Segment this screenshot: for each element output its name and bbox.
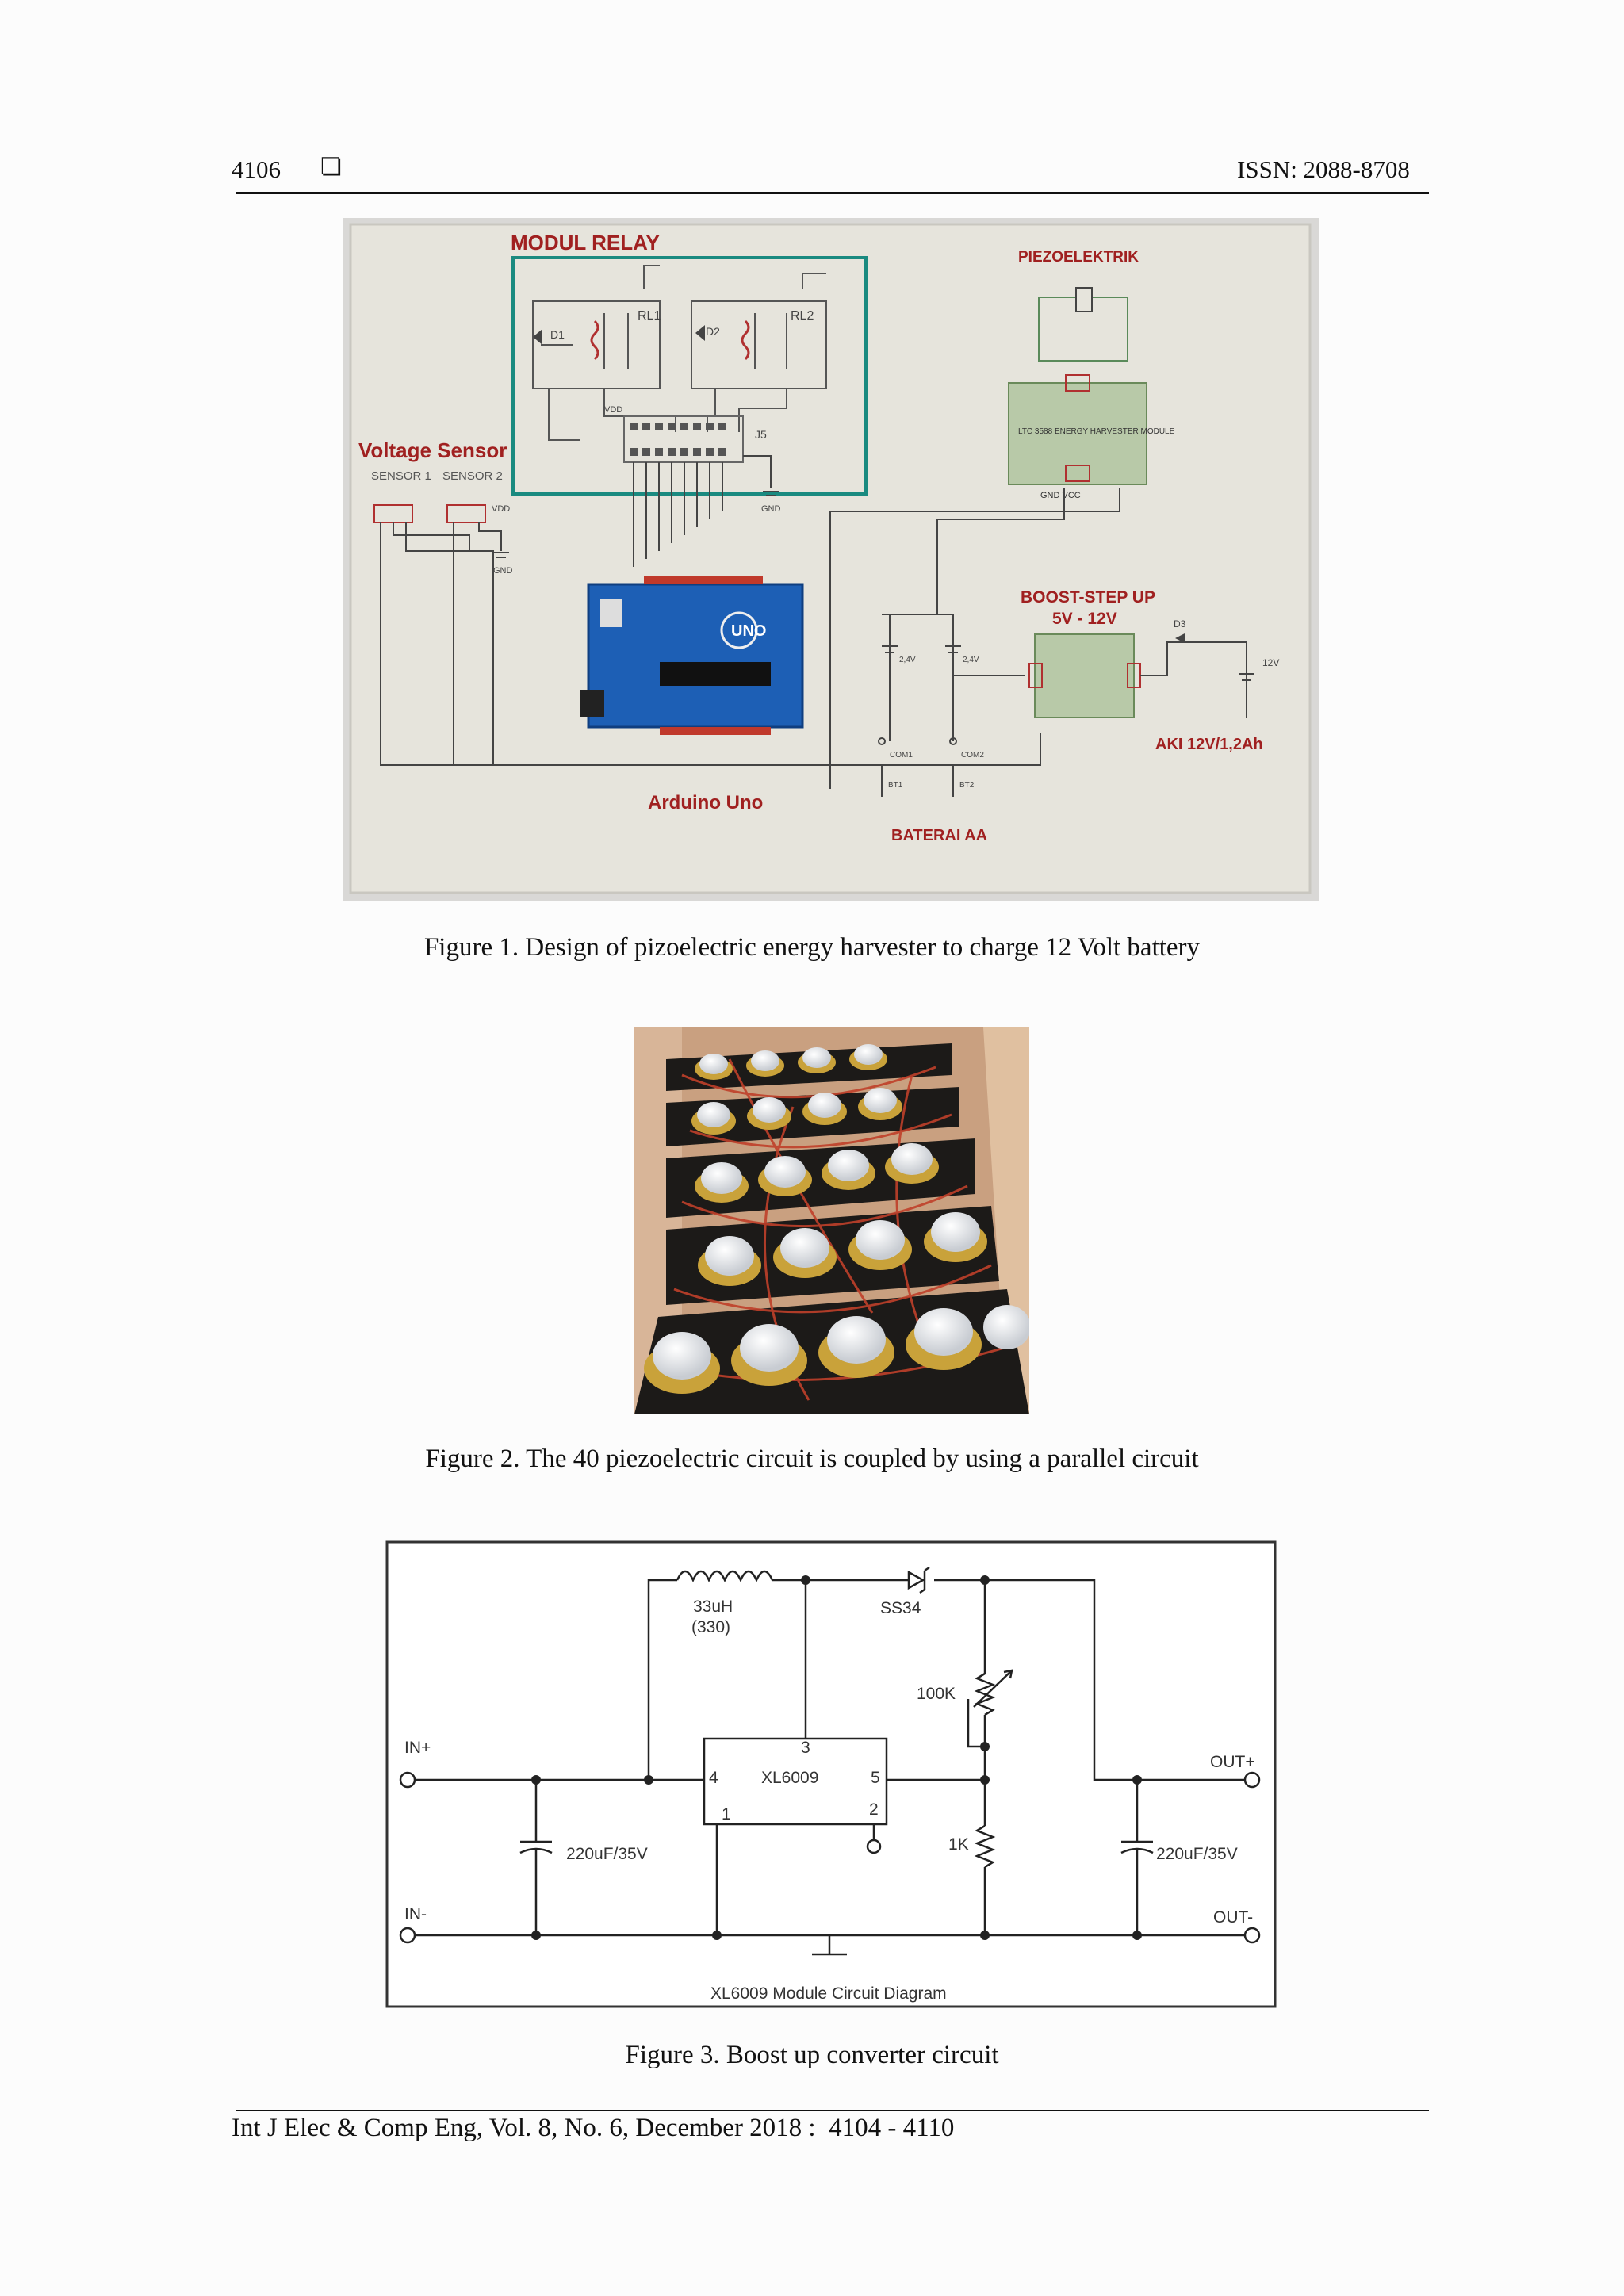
j5-label: J5 bbox=[755, 428, 767, 441]
footer-rule bbox=[236, 2110, 1429, 2111]
bt1-label: BT1 bbox=[888, 781, 903, 790]
footer-citation: Int J Elec & Comp Eng, Vol. 8, No. 6, De… bbox=[232, 2114, 955, 2142]
figure-2-photo bbox=[634, 1027, 1031, 1414]
ic-pin1: 1 bbox=[722, 1805, 731, 1823]
ic-pin3: 3 bbox=[801, 1739, 810, 1757]
out-minus-label: OUT- bbox=[1213, 1908, 1253, 1927]
gnd-label-sensor: GND bbox=[493, 566, 513, 576]
gnd-label-relay: GND bbox=[761, 504, 781, 514]
vdd-label: VDD bbox=[604, 405, 622, 415]
v12-label: 12V bbox=[1262, 657, 1279, 668]
aki-label: AKI 12V/1,2Ah bbox=[1155, 736, 1263, 753]
inductor-code-label: (330) bbox=[691, 1618, 730, 1636]
v24a-label: 2,4V bbox=[899, 656, 916, 664]
figure-1-schematic: MODUL RELAY RL1 RL2 D1 D2 J5 bbox=[343, 218, 1320, 901]
harvester-module-label: LTC 3588 ENERGY HARVESTER MODULE bbox=[1018, 427, 1175, 436]
ic-pin4: 4 bbox=[709, 1769, 718, 1787]
figure-2-caption: Figure 2. The 40 piezoelectric circuit i… bbox=[425, 1445, 1199, 1473]
box-icon: ❏ bbox=[320, 153, 342, 181]
in-minus-label: IN- bbox=[404, 1905, 427, 1923]
rl2-label: RL2 bbox=[791, 309, 814, 323]
rl1-label: RL1 bbox=[638, 309, 661, 323]
out-plus-label: OUT+ bbox=[1210, 1753, 1255, 1771]
in-plus-label: IN+ bbox=[404, 1739, 431, 1757]
cap-out-label: 220uF/35V bbox=[1156, 1845, 1238, 1863]
uno-label: UNO bbox=[731, 622, 766, 640]
voltage-sensor-label: Voltage Sensor bbox=[358, 438, 507, 462]
ic-label: XL6009 bbox=[761, 1769, 818, 1787]
pot-label: 100K bbox=[917, 1685, 956, 1703]
page-number: 4106 bbox=[232, 155, 281, 183]
arduino-label: Arduino Uno bbox=[648, 792, 763, 813]
bt2-label: BT2 bbox=[959, 781, 975, 790]
com2-label: COM2 bbox=[961, 751, 984, 760]
boost-range-label: 5V - 12V bbox=[1052, 610, 1117, 628]
boost-label: BOOST-STEP UP bbox=[1021, 588, 1155, 607]
gnd-vcc-label: GND VCC bbox=[1040, 491, 1081, 500]
modul-relay-label: MODUL RELAY bbox=[511, 231, 660, 254]
inductor-label: 33uH bbox=[693, 1598, 733, 1616]
com1-label: COM1 bbox=[890, 751, 913, 760]
ic-pin2: 2 bbox=[869, 1800, 879, 1819]
d3-label: D3 bbox=[1174, 618, 1186, 629]
header-rule bbox=[236, 192, 1429, 194]
ic-pin5: 5 bbox=[871, 1769, 880, 1787]
baterai-label: BATERAI AA bbox=[891, 827, 987, 844]
vdd-label-sensor: VDD bbox=[492, 504, 510, 514]
d1-label: D1 bbox=[550, 328, 565, 341]
issn: ISSN: 2088-8708 bbox=[1237, 155, 1410, 183]
diode-label: SS34 bbox=[880, 1599, 921, 1617]
circuit-title: XL6009 Module Circuit Diagram bbox=[710, 1984, 947, 2003]
d2-label: D2 bbox=[706, 325, 720, 338]
figure-3-circuit: 33uH (330) SS34 100K XL6009 3 4 5 1 2 IN… bbox=[385, 1540, 1277, 2008]
piezoelektrik-label: PIEZOELEKTRIK bbox=[1018, 249, 1139, 266]
figure-1-caption: Figure 1. Design of pizoelectric energy … bbox=[423, 933, 1201, 962]
cap-in-label: 220uF/35V bbox=[566, 1845, 648, 1863]
v24b-label: 2,4V bbox=[963, 656, 979, 664]
figure-3-caption: Figure 3. Boost up converter circuit bbox=[625, 2041, 999, 2069]
sensor2-label: SENSOR 2 bbox=[442, 469, 503, 483]
resistor-1k-label: 1K bbox=[948, 1835, 969, 1854]
sensor1-label: SENSOR 1 bbox=[371, 469, 431, 483]
